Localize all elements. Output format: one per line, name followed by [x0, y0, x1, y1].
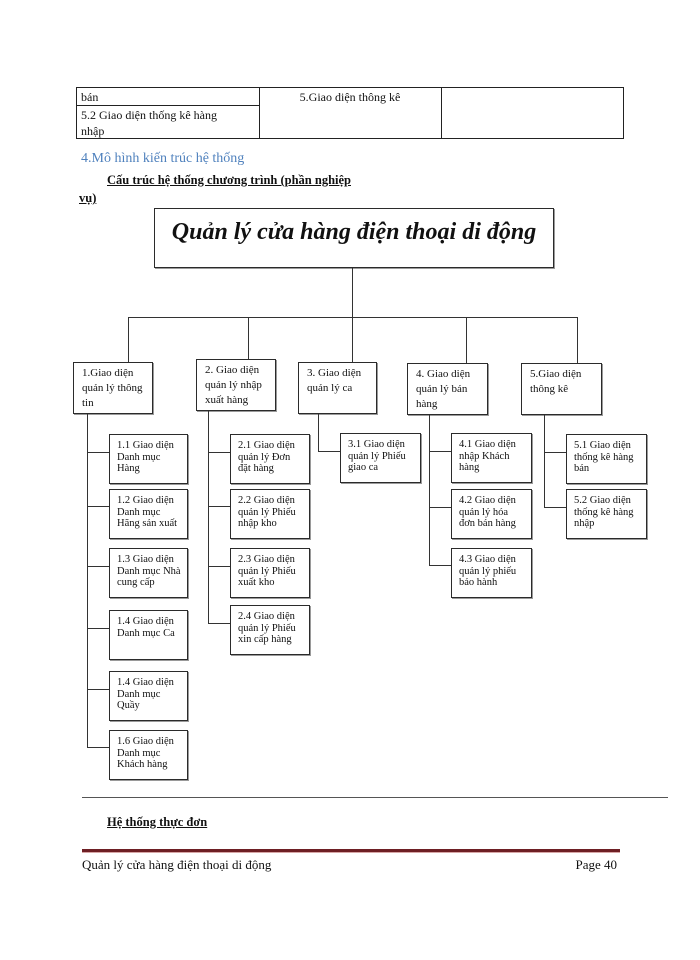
diagram-root-box: Quản lý cửa hàng điện thoại di động [154, 208, 554, 268]
connector-line [429, 451, 451, 452]
table-column-divider [441, 88, 442, 138]
child-box-1-1: 1.1 Giao diện Danh mục Hàng [109, 434, 188, 484]
table-cell: 5.Giao diện thông kê [299, 90, 401, 104]
connector-line [208, 452, 230, 453]
child-box-3-1: 3.1 Giao diện quản lý Phiếu giao ca [340, 433, 421, 483]
connector-line [466, 317, 467, 363]
connector-line [87, 506, 109, 507]
branch-box-4: 4. Giao diện quản lý bán hàng [407, 363, 488, 415]
table-cell: bán [81, 90, 99, 104]
child-box-4-2: 4.2 Giao diện quản lý hóa đơn bán hàng [451, 489, 532, 539]
child-box-2-4: 2.4 Giao diện quản lý Phiếu xin cấp hàng [230, 605, 310, 655]
connector-line [544, 452, 566, 453]
connector-line [352, 268, 353, 317]
connector-line [128, 317, 578, 318]
table-column-divider [259, 88, 260, 138]
child-box-5-2: 5.2 Giao diện thống kê hàng nhập [566, 489, 647, 539]
connector-line [577, 317, 578, 363]
child-box-1-2: 1.2 Giao diện Danh mục Hãng sản xuất [109, 489, 188, 539]
connector-line [87, 414, 88, 748]
subheading-line-1: Cấu trúc hệ thống chương trình (phần ngh… [107, 173, 351, 187]
table-row-divider [77, 105, 259, 106]
connector-line [352, 317, 353, 362]
branch-box-3: 3. Giao diện quản lý ca [298, 362, 377, 414]
page-number: Page 40 [575, 857, 617, 872]
connector-line [128, 317, 129, 362]
child-box-1-4: 1.4 Giao diện Danh mục Ca [109, 610, 188, 660]
child-box-2-1: 2.1 Giao diện quản lý Đơn đặt hàng [230, 434, 310, 484]
connector-line [318, 451, 340, 452]
connector-line [544, 415, 545, 508]
connector-line [429, 507, 451, 508]
footer-title: Quản lý cửa hàng điện thoại di động [82, 857, 272, 872]
section-heading: 4.Mô hình kiến trúc hệ thống [81, 151, 245, 166]
child-box-1-6: 1.6 Giao diện Danh mục Khách hàng [109, 730, 188, 780]
child-box-4-1: 4.1 Giao diện nhập Khách hàng [451, 433, 532, 483]
connector-line [208, 506, 230, 507]
menu-system-heading: Hệ thống thực đơn [107, 815, 208, 829]
child-box-1-5: 1.4 Giao diện Danh mục Quầy [109, 671, 188, 721]
footer-rule-shadow [82, 852, 620, 853]
table-cell: 5.2 Giao diện thống kê hàng nhập [81, 108, 217, 138]
branch-box-1: 1.Giao diện quản lý thông tin [73, 362, 153, 414]
connector-line [429, 415, 430, 566]
child-box-1-3: 1.3 Giao diện Danh mục Nhà cung cấp [109, 548, 188, 598]
connector-line [208, 566, 230, 567]
child-box-5-1: 5.1 Giao diện thống kê hàng bán [566, 434, 647, 484]
child-box-4-3: 4.3 Giao diện quản lý phiếu bảo hành [451, 548, 532, 598]
connector-line [429, 565, 451, 566]
branch-box-2: 2. Giao diện quản lý nhập xuất hàng [196, 359, 276, 411]
connector-line [87, 566, 109, 567]
connector-line [87, 747, 109, 748]
connector-line [87, 689, 109, 690]
footer-rule [82, 849, 620, 852]
connector-line [544, 507, 566, 508]
table-cell [441, 88, 623, 90]
branch-box-5: 5.Giao diện thông kê [521, 363, 602, 415]
connector-line [208, 623, 230, 624]
connector-line [87, 452, 109, 453]
child-box-2-2: 2.2 Giao diện quản lý Phiếu nhập kho [230, 489, 310, 539]
horizontal-rule [82, 797, 668, 798]
child-box-2-3: 2.3 Giao diện quản lý Phiếu xuất kho [230, 548, 310, 598]
subheading-line-2: vụ) [79, 191, 97, 205]
connector-line [208, 411, 209, 624]
connector-line [87, 628, 109, 629]
connector-line [248, 317, 249, 359]
connector-line [318, 414, 319, 452]
previous-table: bán 5.2 Giao diện thống kê hàng nhập 5.G… [76, 87, 624, 139]
